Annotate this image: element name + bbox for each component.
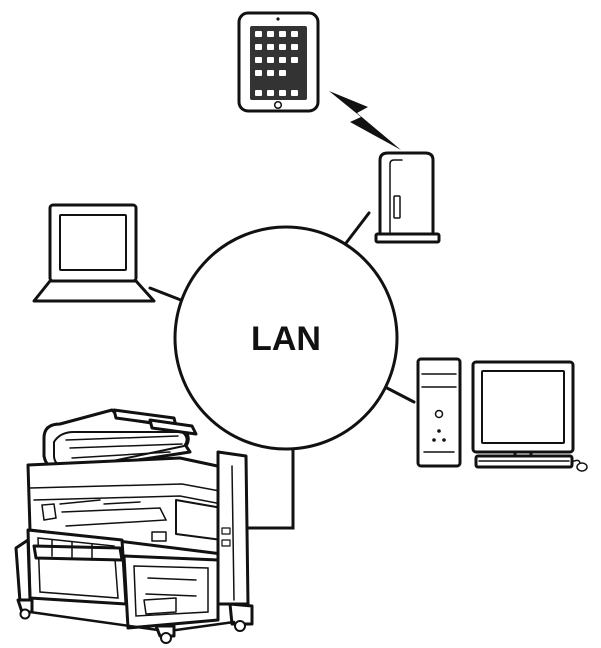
lan-label: LAN (251, 320, 321, 358)
lan-hub: LAN (173, 225, 399, 451)
connections (148, 91, 416, 530)
wireless-router-icon (374, 151, 441, 244)
large-format-printer-icon (14, 408, 254, 644)
link-desktop-lan (385, 386, 416, 404)
link-printer-lan (226, 448, 295, 530)
lan-circle (173, 225, 399, 451)
laptop-icon (32, 203, 156, 303)
link-laptop-lan (148, 286, 188, 304)
desktop-computer-icon (416, 357, 588, 472)
tablet-icon (237, 11, 320, 113)
wireless-bolt-icon (329, 91, 401, 150)
link-router-lan (341, 211, 371, 249)
